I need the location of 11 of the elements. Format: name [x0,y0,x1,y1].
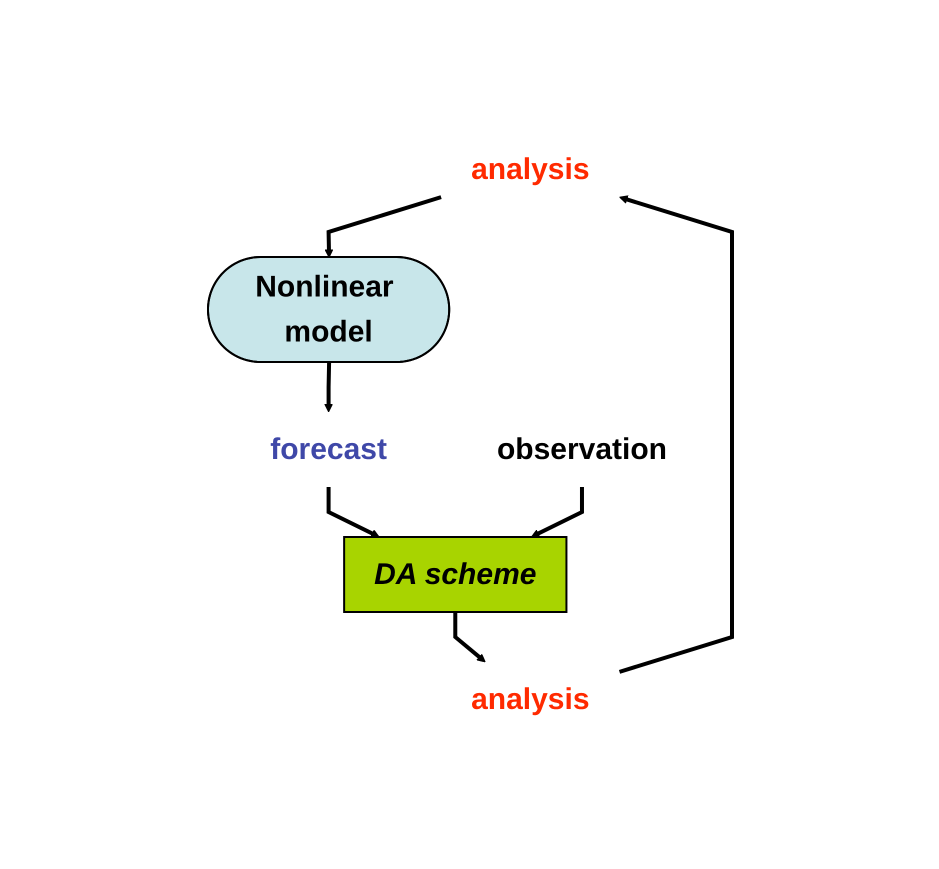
node-box: DA scheme [342,536,567,613]
node-text: observation [496,433,666,466]
node-text: analysis [470,153,590,186]
arrow [452,612,486,662]
arrow [530,487,584,538]
arrow [324,195,442,258]
node-text: forecast [270,433,386,466]
arrow [324,362,332,412]
arrow [618,195,734,674]
arrow [326,487,380,538]
node-text: analysis [470,683,590,716]
